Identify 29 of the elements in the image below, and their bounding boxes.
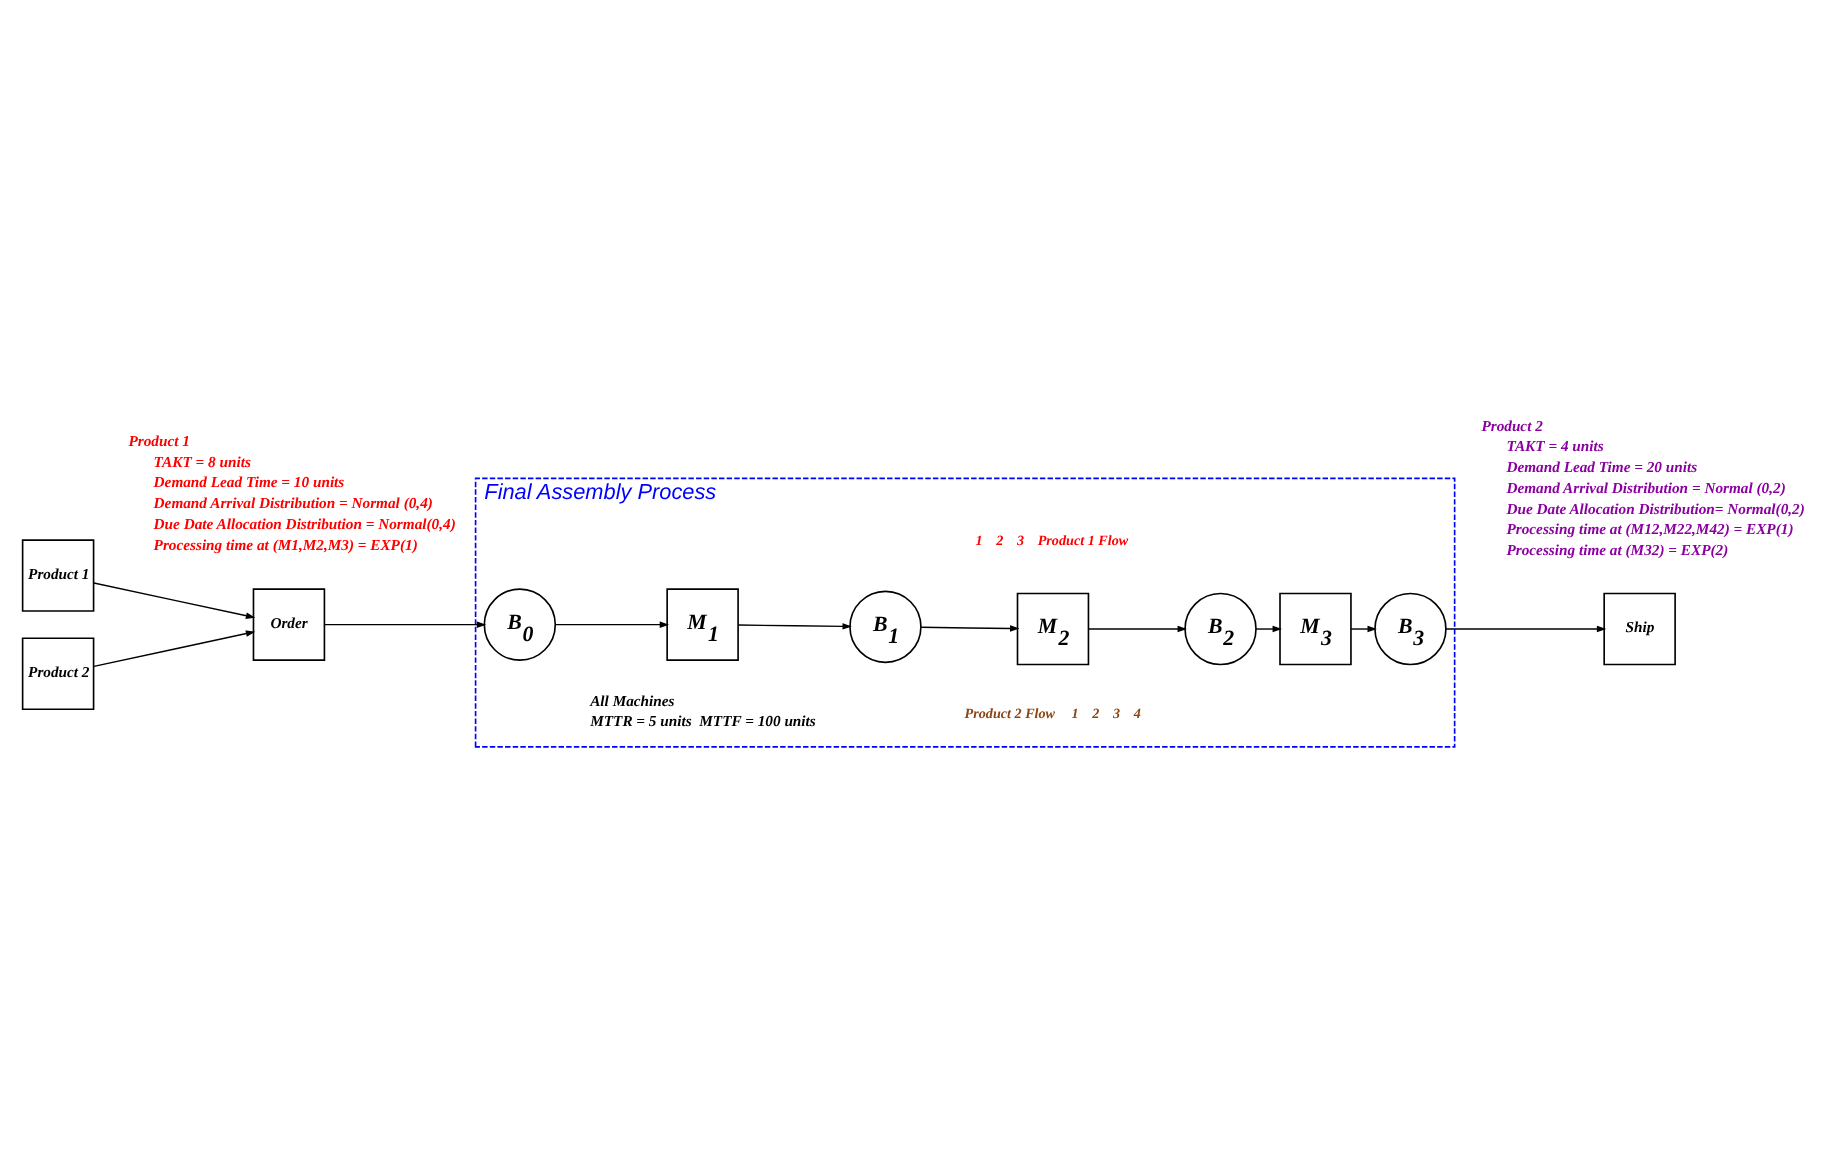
- label: Demand Arrival Distribution = Normal (0,4): [152, 493, 432, 512]
- label: Demand Arrival Distribution = Normal (0,2): [1505, 477, 1785, 496]
- label: MTTR = 5 units MTTF = 100 units: [589, 711, 815, 730]
- label: All Machines: [589, 690, 674, 709]
- label: Due Date Allocation Distribution = Normal(0,4): [152, 513, 455, 532]
- label: TAKT = 8 units: [152, 451, 250, 470]
- label: Demand Lead Time = 10 units: [152, 472, 344, 491]
- arrow: [1087, 624, 1186, 632]
- node-box: Product 2: [20, 636, 94, 710]
- label: Processing time at (M1,M2,M3) = EXP(1): [152, 534, 417, 553]
- label: Product 2: [1480, 415, 1542, 434]
- arrow: [1254, 624, 1281, 632]
- label: Demand Lead Time = 20 units: [1505, 457, 1697, 476]
- arrow: [323, 620, 486, 627]
- label: Processing time at (M32) = EXP(2): [1505, 540, 1728, 559]
- label: Due Date Allocation Distribution= Normal(0,2): [1505, 498, 1804, 517]
- arrow: [553, 620, 669, 627]
- arrow: [919, 624, 1019, 631]
- arrow: [1349, 624, 1376, 632]
- node-box: Order: [251, 587, 325, 660]
- arrow: [1444, 624, 1606, 632]
- arrow: [736, 622, 851, 629]
- arrow: [92, 581, 255, 618]
- label: Product 1: [127, 430, 189, 449]
- node-box: Product 1: [20, 538, 94, 611]
- arrow: [92, 629, 255, 667]
- node-box: Ship: [1602, 591, 1675, 665]
- label: TAKT = 4 units: [1505, 436, 1603, 455]
- label: Processing time at (M12,M22,M42) = EXP(1): [1505, 519, 1793, 538]
